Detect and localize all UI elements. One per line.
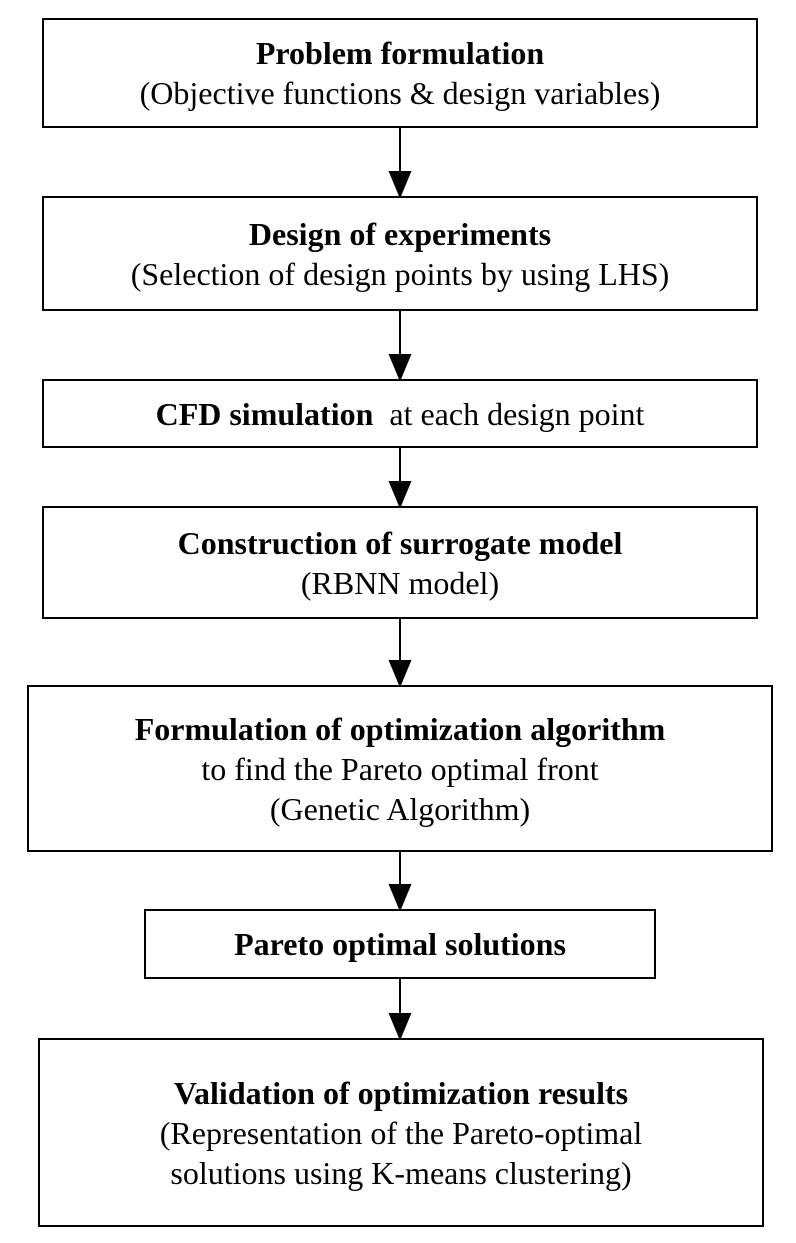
arrow-3-head [388, 481, 412, 509]
arrow-2-head [388, 354, 412, 382]
step-title: CFD simulation at each design point [155, 395, 645, 432]
step-detail: (RBNN model) [300, 564, 500, 601]
step-title: Validation of optimization results [173, 1074, 629, 1111]
step-title: Formulation of optimization algorithm [134, 710, 666, 747]
arrow-1-head [388, 171, 412, 199]
step-detail: (Selection of design points by using LHS… [130, 255, 670, 292]
step-detail: solutions using K-means clustering) [170, 1154, 632, 1191]
step-detail: (Genetic Algorithm) [269, 790, 531, 827]
step-detail: (Objective functions & design variables) [139, 75, 661, 111]
step-box-problem-formulation: Problem formulation (Objective functions… [42, 18, 758, 128]
step-title: Design of experiments [248, 215, 552, 252]
step-box-surrogate-model: Construction of surrogate model (RBNN mo… [42, 506, 758, 619]
arrow-6-head [388, 1013, 412, 1041]
step-title: Pareto optimal solutions [234, 926, 566, 962]
step-title: Construction of surrogate model [177, 524, 623, 561]
step-box-pareto-solutions: Pareto optimal solutions [144, 909, 656, 979]
arrow-5-head [388, 884, 412, 912]
step-title: Problem formulation [255, 35, 545, 71]
step-box-optimization-algorithm: Formulation of optimization algorithm to… [27, 685, 773, 852]
step-detail: to find the Pareto optimal front [201, 750, 599, 787]
arrow-4-head [388, 660, 412, 688]
step-box-validation: Validation of optimization results (Repr… [38, 1038, 764, 1227]
step-detail: (Representation of the Pareto-optimal [159, 1114, 643, 1151]
step-box-cfd-simulation: CFD simulation at each design point [42, 379, 758, 448]
step-box-design-of-experiments: Design of experiments (Selection of desi… [42, 196, 758, 311]
